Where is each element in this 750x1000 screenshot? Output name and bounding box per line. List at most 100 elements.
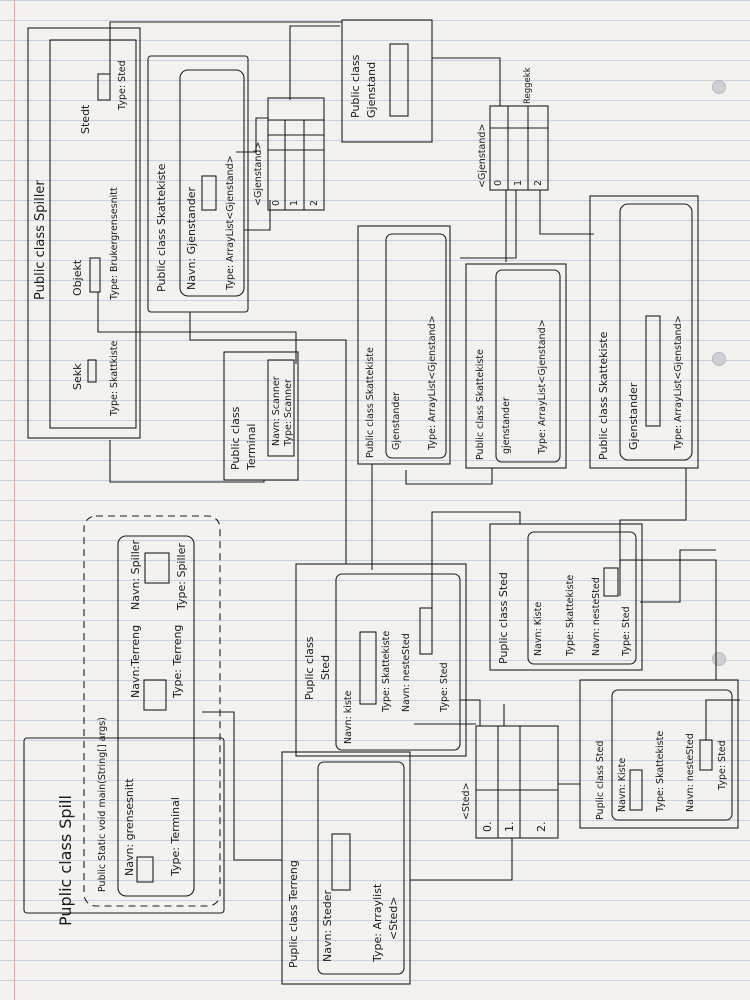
margin-line	[14, 0, 15, 1000]
main-method-box	[83, 515, 221, 907]
sted-far-fields	[611, 689, 733, 821]
sted-right-fields	[527, 531, 637, 665]
terminal-box	[223, 351, 299, 481]
skattkiste-mid-navn: Gjenstander	[391, 391, 402, 450]
skattkiste-right-type: Type: ArrayList<Gjenstand>	[673, 315, 684, 450]
gjenstand-title-2: Gjenstand	[365, 61, 378, 118]
grensesnitt-field	[136, 856, 154, 883]
kiste-far-field	[629, 769, 643, 811]
skattkiste-top-title: Public class Skattekiste	[155, 163, 168, 292]
array-top-type: <Gjenstand>	[253, 141, 264, 206]
skattkiste-mid-fields	[385, 233, 447, 459]
terminal-type: Type: Scanner	[283, 379, 294, 446]
array-sted-index-2: 2.	[535, 821, 548, 833]
skattkiste-top-fields	[179, 69, 245, 297]
sted-field	[97, 73, 111, 101]
array-sted-index-1: 1.	[503, 821, 516, 833]
objekt-type: Type: Brukergrensesnitt	[109, 187, 120, 300]
array-right-index-1: 1	[513, 179, 524, 186]
sted-right-title: Puplic class Sted	[497, 572, 510, 664]
skattkiste-top-type: Type: ArrayList<Gjenstand>	[225, 155, 236, 290]
array-right-index-2: 2	[533, 179, 544, 186]
skattkiste-right-fields	[619, 203, 693, 461]
skattkiste-mid-title: Public class Skattekiste	[365, 347, 376, 458]
array-top-box	[267, 97, 325, 211]
sted-mid-title-2: Sted	[319, 654, 332, 680]
array-right-index-0: 0	[493, 179, 504, 186]
terminal-fields	[267, 359, 295, 457]
terreng-title: Puplic class Terreng	[287, 860, 300, 968]
skattkiste-right-navn: Gjenstander	[627, 382, 640, 450]
terreng-type-1: Type: Arraylist	[371, 883, 384, 962]
kiste-field	[359, 631, 377, 705]
grensesnitt-type: Type: Terminal	[169, 797, 182, 876]
sted-far-type-neste: Type: Sted	[717, 740, 728, 790]
objekt-field	[89, 257, 101, 293]
sted-right-box	[489, 523, 643, 671]
sted-mid-navn-neste: Navn: nesteSted	[401, 633, 412, 712]
sted-mid-type-kiste: Type: Skattekiste	[381, 630, 392, 712]
sekk-label: Sekk	[71, 363, 84, 391]
spill-box	[23, 737, 225, 914]
array-top-index-0: 0	[271, 199, 282, 206]
nestested-far-field	[699, 739, 713, 771]
array-top-index-1: 1	[289, 199, 300, 206]
sted-right-navn-kiste: Navn: Kiste	[533, 601, 544, 656]
sted-far-navn-kiste: Navn: Kiste	[617, 757, 628, 812]
skattkiste-right-title: Public class Skattekiste	[597, 331, 610, 460]
sted-mid-box	[295, 563, 467, 757]
array-right-type: <Gjenstand>	[477, 123, 488, 188]
gjenstand-title-1: Public class	[349, 54, 362, 118]
sekk-type: Type: Skattkiste	[109, 340, 120, 416]
spiller-field-type: Type: Spiller	[175, 543, 188, 610]
sted-mid-navn-kiste: Navn: kiste	[343, 690, 354, 744]
main-fields-box	[117, 535, 195, 897]
sted-type: Type: Sted	[117, 60, 128, 110]
main-method-label: Public Static void main(String[] args)	[97, 717, 108, 892]
gjenstander-field	[201, 175, 217, 211]
array-sted-type: <Sted>	[461, 782, 472, 820]
skattkiste-mid-box	[357, 225, 451, 465]
sted-mid-fields	[335, 573, 461, 751]
nestested-field	[419, 607, 433, 655]
punch-hole	[712, 80, 726, 94]
terminal-navn: Navn: Scanner	[271, 376, 282, 446]
spiller-title: Public class Spiller	[33, 180, 48, 300]
spiller-fields-box	[49, 39, 137, 429]
objekt-label: Objekt	[71, 259, 84, 296]
sted-mid-type-neste: Type: Sted	[439, 662, 450, 712]
skattkiste-mid-type: Type: ArrayList<Gjenstand>	[427, 315, 438, 450]
skattkiste-mid2-title: Public class Skattekiste	[475, 349, 486, 460]
nestested-right-field	[603, 567, 619, 597]
sted-far-type-kiste: Type: Skattekiste	[655, 730, 666, 812]
array-right-box	[489, 105, 549, 191]
skattkiste-mid2-fields	[495, 269, 561, 463]
terminal-title-1: Public class	[229, 406, 242, 470]
sted-far-box	[579, 679, 739, 829]
spill-title: Puplic class Spill	[56, 795, 75, 926]
skattkiste-top-navn: Navn: Gjenstander	[185, 186, 198, 290]
array-sted-box	[475, 725, 559, 839]
terreng-fields	[317, 761, 405, 975]
spiller-field-label: Navn: Spiller	[129, 539, 142, 610]
terreng-field	[143, 679, 167, 711]
gjenstand-field	[389, 43, 409, 117]
terreng-field-type: Type: Terreng	[171, 624, 184, 698]
sted-mid-title-1: Puplic class	[303, 636, 316, 700]
skattkiste-mid2-navn: gjenstander	[501, 397, 512, 454]
grensesnitt-label: Navn: grensesnitt	[123, 778, 136, 876]
skattkiste-mid2-box	[465, 263, 567, 469]
gjenstand-box	[341, 19, 433, 143]
terreng-navn: Navn: Steder	[321, 890, 334, 962]
steder-field	[331, 833, 351, 891]
punch-hole	[712, 352, 726, 366]
terreng-type-2: <Sted>	[387, 896, 400, 940]
skattkiste-right-box	[589, 195, 699, 469]
sted-right-type-neste: Type: Sted	[621, 606, 632, 656]
sted-far-title: Puplic class Sted	[595, 740, 606, 820]
gjenstander-right-field	[645, 315, 661, 427]
sted-right-navn-neste: Navn: nesteSted	[591, 577, 602, 656]
sted-right-type-kiste: Type: Skattekiste	[565, 574, 576, 656]
array-right-extra: Reggekk	[523, 67, 533, 104]
